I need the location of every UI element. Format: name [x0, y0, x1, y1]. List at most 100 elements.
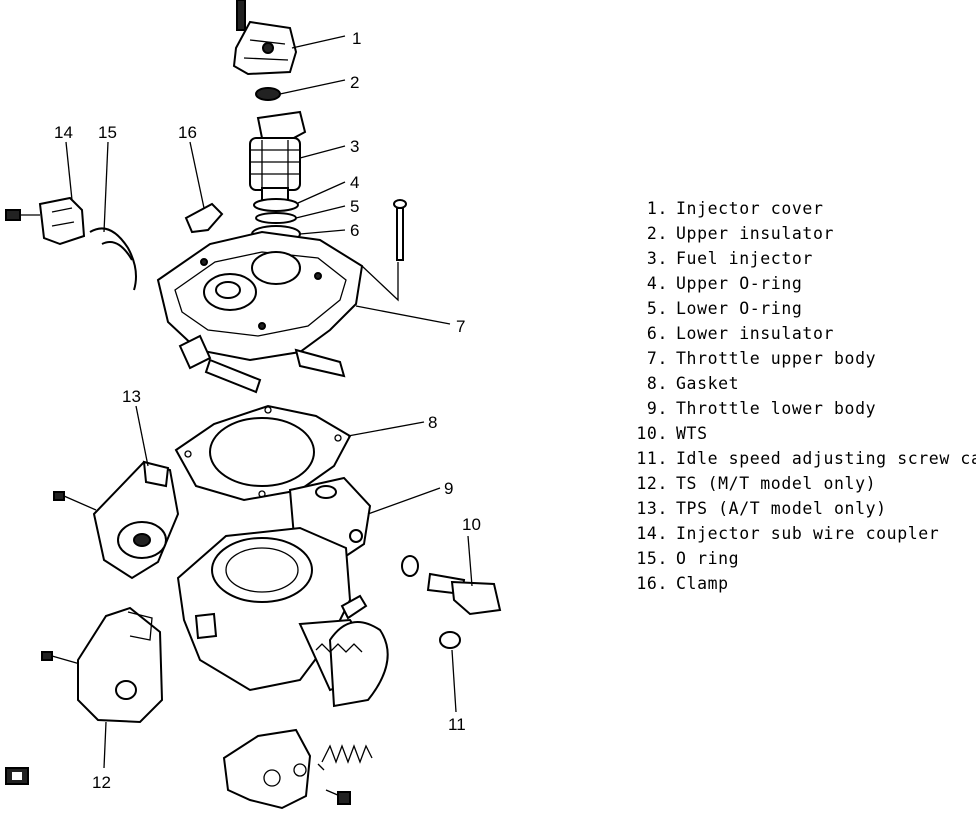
callout-6: 6 [350, 221, 359, 240]
legend-text: Injector cover [676, 199, 824, 218]
callout-7: 7 [456, 317, 465, 336]
leader-upper-screw [361, 262, 399, 302]
tps-drawing [53, 460, 180, 580]
lower-bracket-drawing [222, 728, 312, 810]
callout-4: 4 [350, 173, 359, 192]
leader-6 [299, 229, 346, 235]
legend-text: Injector sub wire coupler [676, 524, 940, 543]
fuel-injector-drawing [249, 110, 307, 201]
clamp-drawing [184, 202, 224, 234]
callout-15: 15 [98, 123, 117, 142]
parts-legend: 1.Injector cover 2. Upper insulator 3. Fue… [620, 196, 976, 596]
legend-item: 14. Injector sub wire coupler [620, 521, 976, 546]
leader-13 [135, 405, 149, 467]
legend-number: 15. [636, 549, 668, 568]
legend-text: Upper insulator [676, 224, 835, 243]
legend-text: O ring [676, 549, 740, 568]
callout-numbers: 1 2 3 4 5 6 7 8 9 10 11 12 13 14 15 16 [54, 29, 481, 792]
idle-speed-screw-cap-drawing [439, 631, 461, 649]
callout-11: 11 [448, 715, 466, 734]
callout-16: 16 [178, 123, 197, 142]
upper-insulator-drawing [255, 87, 281, 101]
legend-item: 8. Gasket [620, 371, 976, 396]
legend-item: 2. Upper insulator [620, 221, 976, 246]
callout-12: 12 [92, 773, 111, 792]
legend-item: 15. O ring [620, 546, 976, 571]
return-spring-drawing [317, 744, 373, 771]
leader-15 [103, 141, 109, 233]
callout-3: 3 [350, 137, 359, 156]
leader-16 [189, 141, 205, 209]
legend-number: 3. [646, 249, 668, 268]
legend-item: 1.Injector cover [620, 196, 976, 221]
legend-item: 10. WTS [620, 421, 976, 446]
callout-2: 2 [350, 73, 359, 92]
legend-text: Gasket [676, 374, 740, 393]
legend-item: 11.Idle speed adjusting screw cap [620, 446, 976, 471]
callout-5: 5 [350, 197, 359, 216]
legend-text: Fuel injector [676, 249, 813, 268]
callout-9: 9 [444, 479, 453, 498]
legend-number: 5. [646, 299, 668, 318]
front-arrow-icon [5, 767, 29, 785]
legend-number: 14. [636, 524, 668, 543]
leader-12 [103, 721, 107, 769]
legend-item: 5. Lower O-ring [620, 296, 976, 321]
legend-item: 6. Lower insulator [620, 321, 976, 346]
legend-number: 12. [636, 474, 668, 493]
legend-number: 8. [646, 374, 668, 393]
legend-text: WTS [676, 424, 708, 443]
upper-o-ring-drawing [253, 198, 299, 212]
legend-number: 9. [646, 399, 668, 418]
throttle-upper-body-drawing [156, 230, 364, 394]
legend-text: Clamp [676, 574, 729, 593]
legend-number: 16. [636, 574, 668, 593]
legend-item: 16. Clamp [620, 571, 976, 596]
leader-4 [297, 181, 346, 204]
legend-number: 2. [646, 224, 668, 243]
injector-sub-wire-coupler-drawing [5, 196, 137, 291]
wts-drawing [401, 555, 502, 616]
legend-number: 6. [646, 324, 668, 343]
legend-text: TS (M/T model only) [676, 474, 877, 493]
throttle-lower-body-drawing [176, 476, 389, 708]
leader-14 [65, 141, 73, 201]
leader-7 [355, 305, 451, 325]
leader-8 [347, 421, 425, 437]
leader-11 [451, 649, 457, 713]
leader-5 [295, 205, 346, 219]
legend-text: Idle speed adjusting screw cap [676, 449, 976, 468]
legend-text: Upper O-ring [676, 274, 803, 293]
legend-item: 9. Throttle lower body [620, 396, 976, 421]
legend-number: 13. [636, 499, 668, 518]
legend-text: Lower insulator [676, 324, 835, 343]
callout-8: 8 [428, 413, 437, 432]
legend-text: Throttle lower body [676, 399, 877, 418]
callout-1: 1 [352, 29, 361, 48]
legend-item: 4. Upper O-ring [620, 271, 976, 296]
injector-cover-drawing [232, 0, 298, 76]
leader-lines [65, 35, 473, 769]
legend-text: TPS (A/T model only) [676, 499, 887, 518]
callout-10: 10 [462, 515, 481, 534]
callout-13: 13 [122, 387, 141, 406]
leader-1 [291, 35, 346, 49]
ts-drawing [41, 606, 164, 724]
legend-number: 10. [636, 424, 668, 443]
leader-9 [367, 487, 441, 515]
lower-o-ring-drawing [255, 212, 297, 224]
upper-body-screw-drawing [393, 199, 407, 261]
legend-item: 3. Fuel injector [620, 246, 976, 271]
legend-item: 12. TS (M/T model only) [620, 471, 976, 496]
leader-2 [279, 79, 346, 95]
leader-10 [467, 535, 473, 587]
legend-text: Throttle upper body [676, 349, 877, 368]
callout-14: 14 [54, 123, 73, 142]
legend-item: 7. Throttle upper body [620, 346, 976, 371]
legend-number: 4. [646, 274, 668, 293]
legend-item: 13. TPS (A/T model only) [620, 496, 976, 521]
legend-text: Lower O-ring [676, 299, 803, 318]
leader-3 [299, 145, 346, 159]
legend-number: 7. [646, 349, 668, 368]
